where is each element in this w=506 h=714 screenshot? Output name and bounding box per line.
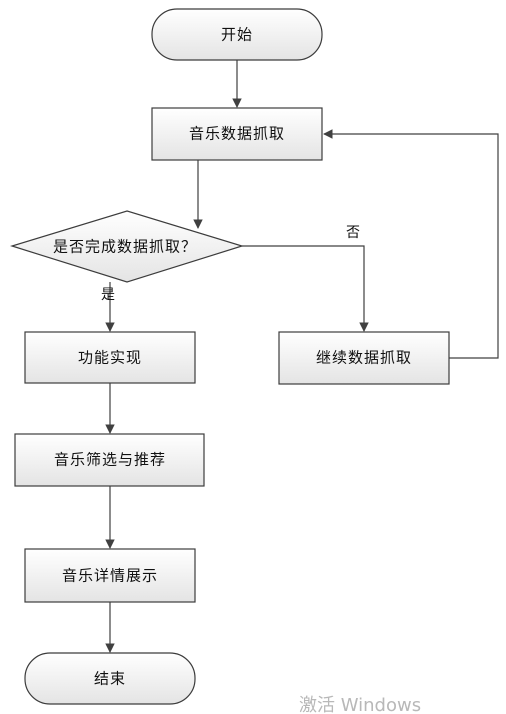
- filter-recommend-label: 音乐筛选与推荐: [54, 451, 166, 469]
- scrape-node: 音乐数据抓取: [151, 107, 323, 161]
- start-label: 开始: [221, 26, 253, 44]
- decision-node: 是否完成数据抓取？: [9, 210, 245, 283]
- windows-activation-watermark: 激活 Windows: [299, 695, 421, 714]
- edge-decision-no-to-continue: [242, 245, 369, 332]
- continue-scrape-label: 继续数据抓取: [316, 349, 412, 367]
- edge-label-yes: 是: [101, 287, 115, 303]
- details-node: 音乐详情展示: [24, 548, 196, 603]
- filter-recommend-node: 音乐筛选与推荐: [14, 433, 205, 487]
- scrape-label: 音乐数据抓取: [189, 125, 285, 143]
- decision-label: 是否完成数据抓取？: [53, 238, 197, 256]
- end-node: 结束: [24, 652, 196, 705]
- details-label: 音乐详情展示: [62, 567, 158, 585]
- end-label: 结束: [94, 670, 126, 688]
- start-node: 开始: [151, 8, 323, 61]
- continue-scrape-node: 继续数据抓取: [278, 331, 450, 385]
- features-node: 功能实现: [24, 331, 196, 384]
- features-label: 功能实现: [78, 349, 142, 367]
- edge-continue-loop-to-scrape: [323, 129, 499, 359]
- edge-label-no: 否: [346, 225, 360, 241]
